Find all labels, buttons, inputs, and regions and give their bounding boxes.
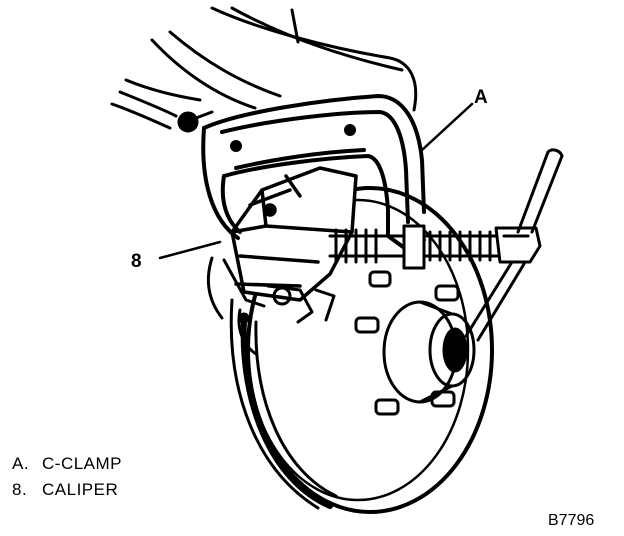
- legend-item-caliper: 8. CALIPER: [12, 477, 122, 503]
- leader-line-a: [420, 102, 474, 152]
- legend-text: CALIPER: [42, 480, 119, 499]
- legend-key: A.: [12, 454, 30, 473]
- legend-item-c-clamp: A. C-CLAMP: [12, 451, 122, 477]
- brake-line-fitting: [177, 110, 214, 133]
- fender-outline: [110, 6, 418, 130]
- c-clamp-frame[interactable]: [201, 94, 426, 254]
- leader-line-8: [158, 240, 222, 260]
- lug-studs: [354, 270, 460, 416]
- c-clamp-screw[interactable]: [328, 224, 542, 270]
- c-clamp-t-handle[interactable]: [464, 148, 564, 342]
- leader-lines: [158, 102, 474, 260]
- wheel-hub: [382, 300, 476, 404]
- caliper-body: [230, 166, 358, 302]
- legend: A. C-CLAMP 8. CALIPER: [12, 451, 122, 503]
- caliper-mount: [206, 256, 336, 356]
- brake-rotor: [229, 186, 494, 514]
- legend-text: C-CLAMP: [42, 454, 123, 473]
- callout-8: 8: [131, 251, 142, 272]
- legend-key: 8.: [12, 480, 28, 499]
- figure-code: B7796: [548, 512, 595, 529]
- callout-a: A: [474, 87, 488, 108]
